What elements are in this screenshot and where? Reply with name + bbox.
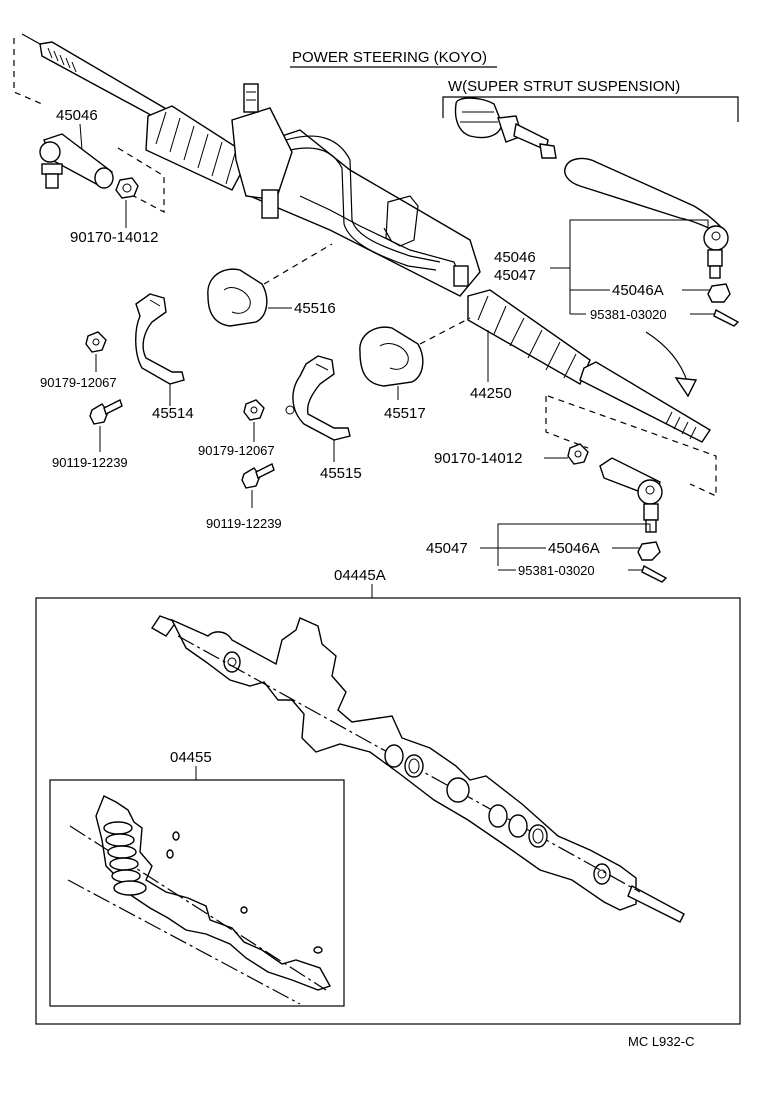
label-90119-a: 90119-12239: [52, 455, 128, 470]
bushing-45517: [359, 326, 424, 387]
cotter-pin-lower: [641, 564, 668, 583]
label-44250: 44250: [470, 385, 512, 402]
left-dashed-bracket: [13, 38, 43, 105]
label-04445A: 04445A: [334, 567, 386, 584]
label-45047-lower: 45047: [426, 540, 468, 557]
label-90179-b: 90179-12067: [198, 443, 275, 458]
right-tie-rod-shaft: [579, 361, 711, 443]
label-45514: 45514: [152, 405, 194, 422]
line-loop: [385, 195, 419, 247]
seal-4: [508, 814, 528, 838]
nut-90179-a: [85, 331, 107, 353]
label-45046-right: 45046: [494, 249, 536, 266]
seal-2: [404, 754, 424, 778]
bolt-90119-a: [89, 399, 123, 425]
label-95381-lower: 95381-03020: [518, 563, 595, 578]
label-45046-left: 45046: [56, 107, 98, 124]
curved-arrow: [645, 331, 689, 385]
o-ring-1: [446, 777, 470, 803]
kit-box-04455: [49, 779, 345, 1007]
castle-nut-right: [707, 283, 731, 303]
diagram-title: POWER STEERING (KOYO): [292, 49, 487, 66]
label-45047-right: 45047: [494, 267, 536, 284]
label-45516: 45516: [294, 300, 336, 317]
nut-90179-b: [243, 399, 265, 421]
seal-5: [528, 824, 548, 848]
steering-rack-main: [145, 83, 711, 443]
right-tie-rod-end-lower: [599, 457, 663, 533]
label-90179-a: 90179-12067: [40, 375, 117, 390]
label-95381-right: 95381-03020: [590, 307, 667, 322]
label-90170-right: 90170-14012: [434, 450, 522, 467]
variant-note: W(SUPER STRUT SUSPENSION): [448, 78, 680, 95]
bolt-90119-b: [241, 463, 275, 489]
label-45517: 45517: [384, 405, 426, 422]
label-45515: 45515: [320, 465, 362, 482]
seal-3: [488, 804, 508, 828]
variant-bracket: [442, 96, 739, 122]
label-45046A-lower: 45046A: [548, 540, 600, 557]
strut-boot: [454, 97, 503, 139]
label-90170-left: 90170-14012: [70, 229, 158, 246]
label-04455: 04455: [170, 749, 212, 766]
bracket-45515: [285, 355, 351, 441]
left-nut-90170: [115, 177, 139, 199]
bracket-45514: [135, 293, 185, 385]
left-tie-rod-end: [39, 133, 114, 189]
super-strut-tie-rod: [454, 97, 729, 279]
pressure-line-1: [285, 135, 441, 263]
cotter-pin-right: [713, 308, 740, 327]
strut-tie-rod-arm: [564, 157, 721, 233]
label-90119-b: 90119-12239: [206, 516, 282, 531]
seal-1: [384, 744, 404, 768]
right-bellows-boot: [467, 289, 591, 386]
bushing-45516: [207, 268, 268, 327]
label-45046A-right: 45046A: [612, 282, 664, 299]
footer-code: MC L932-C: [628, 1034, 694, 1049]
castle-nut-lower: [637, 541, 661, 561]
kit-box-04445A: [35, 597, 741, 1025]
right-nut-90170: [567, 443, 589, 465]
spring-pack: [103, 821, 147, 896]
pinion-shaft: [243, 83, 259, 113]
